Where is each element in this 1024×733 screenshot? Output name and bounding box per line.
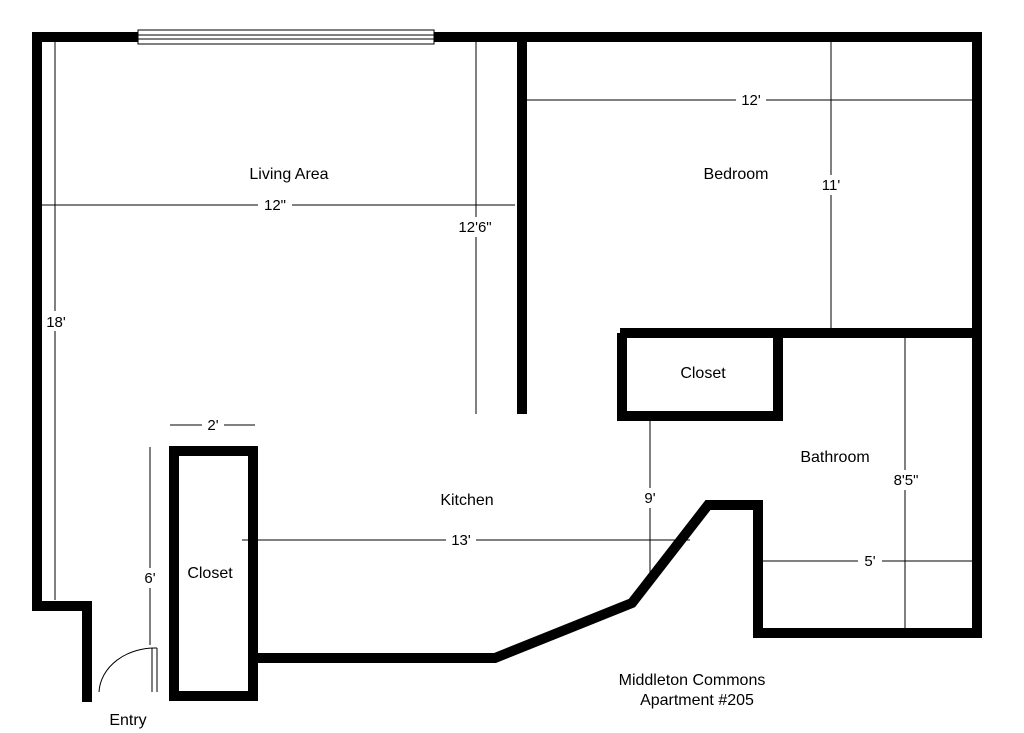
- bedroom-depth-label: 11': [822, 177, 841, 194]
- kitchen-label: Kitchen: [440, 492, 493, 509]
- wall-top-right: [253, 32, 982, 663]
- bathroom-label: Bathroom: [800, 449, 869, 466]
- closet-width-label: 2': [207, 417, 218, 434]
- caption-line-1: Middleton Commons: [619, 672, 766, 689]
- living-depth-label: 18': [46, 314, 66, 331]
- living-width-label: 12": [264, 197, 286, 214]
- caption-line-2: Apartment #205: [640, 692, 754, 709]
- bathroom-depth-label: 8'5": [894, 472, 919, 489]
- room-labels: Living Area Bedroom Kitchen Bathroom Clo…: [109, 166, 869, 729]
- wall-left-and-entry-notch: [32, 32, 140, 702]
- wall-entry-closet: [169, 446, 258, 701]
- bedroom-label: Bedroom: [704, 166, 769, 183]
- dimension-labels: 12" 18' 12'6" 12' 11' 2' 6' 13' 9' 5' 8'…: [44, 91, 925, 588]
- entry-closet-height-label: 6': [144, 570, 155, 587]
- window: [137, 29, 435, 45]
- living-divider-label: 12'6": [458, 219, 491, 236]
- interior-walls: [169, 37, 977, 701]
- kitchen-width-label: 13': [451, 532, 471, 549]
- caption: Middleton Commons Apartment #205: [619, 672, 766, 709]
- dimension-lines: [42, 42, 972, 645]
- outer-walls: [32, 32, 982, 702]
- entry-door: [98, 647, 158, 693]
- entry-label: Entry: [109, 712, 146, 729]
- wall-bedroom-closet: [617, 333, 783, 421]
- bedroom-closet-label: Closet: [680, 365, 726, 382]
- kitchen-depth-label: 9': [644, 490, 655, 507]
- living-area-label: Living Area: [249, 166, 328, 183]
- bathroom-width-label: 5': [864, 553, 875, 570]
- bedroom-width-label: 12': [741, 92, 761, 109]
- entry-closet-label: Closet: [187, 565, 233, 582]
